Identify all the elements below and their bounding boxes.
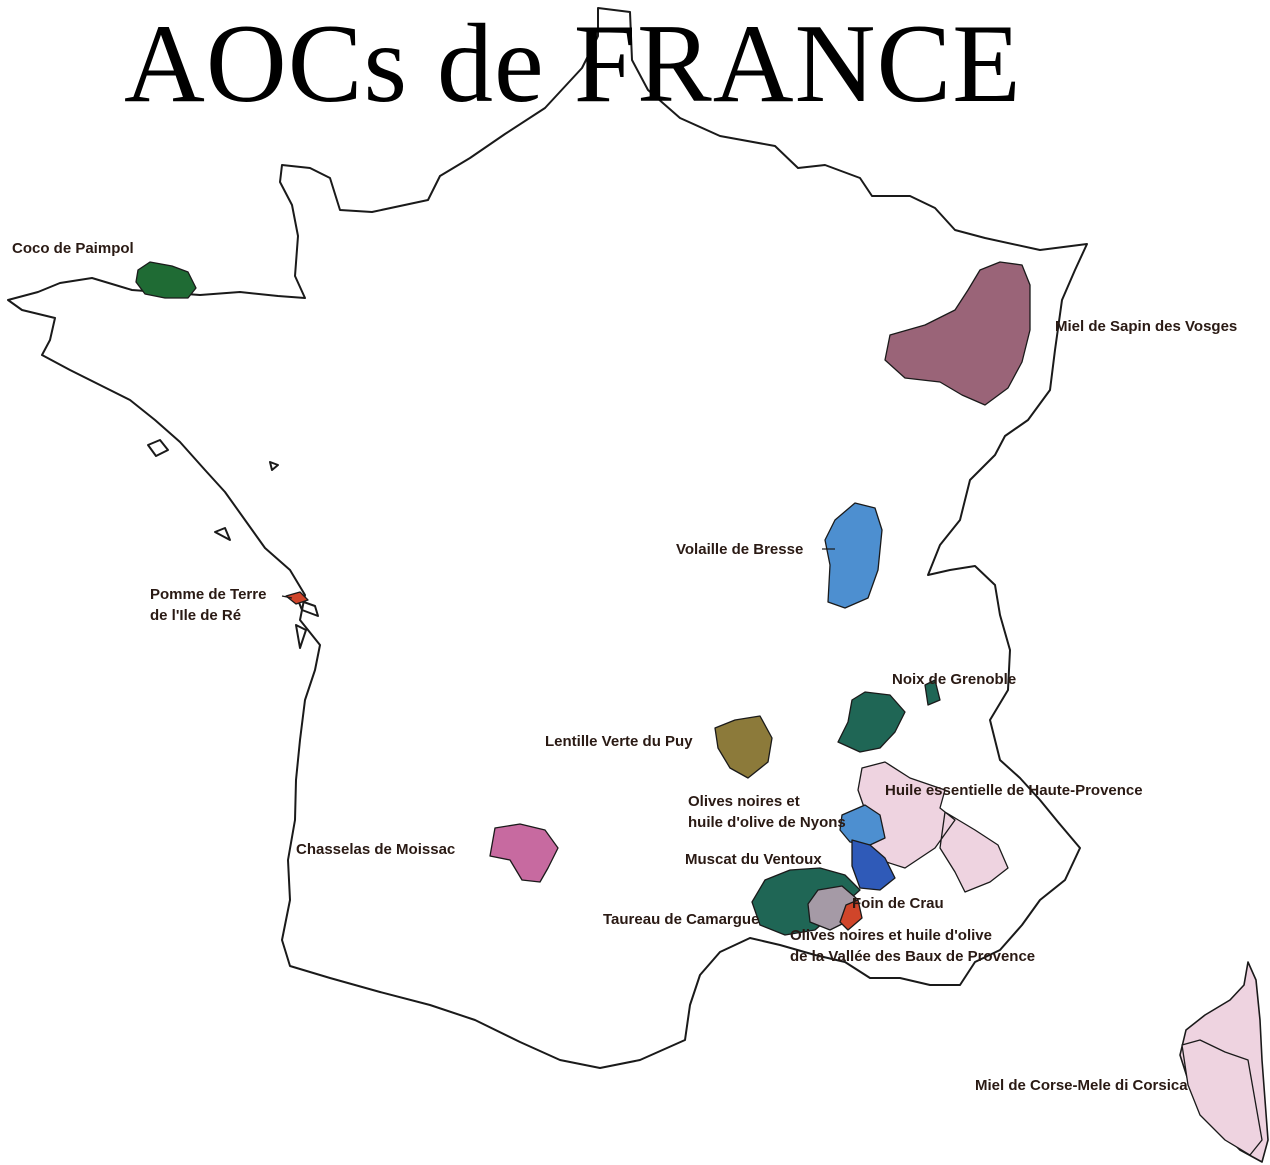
label-miel-de-corse: Miel de Corse-Mele di Corsica bbox=[975, 1077, 1188, 1094]
region-lentille-verte-du-puy[interactable] bbox=[714, 715, 773, 779]
label-muscat-du-ventoux: Muscat du Ventoux bbox=[685, 851, 822, 868]
islands bbox=[147, 439, 319, 649]
page-title: AOCs de FRANCE bbox=[124, 2, 1022, 126]
region-noix-de-grenoble[interactable] bbox=[837, 679, 941, 753]
region-miel-sapin-vosges[interactable] bbox=[884, 261, 1031, 406]
region-miel-de-corse[interactable] bbox=[1181, 1039, 1263, 1156]
region-chasselas-de-moissac[interactable] bbox=[489, 823, 559, 883]
label-miel-sapin-vosges: Miel de Sapin des Vosges bbox=[1055, 318, 1238, 335]
label-huile-essentielle: Huile essentielle de Haute-Provence bbox=[885, 782, 1143, 799]
label-lentille-verte-du-puy: Lentille Verte du Puy bbox=[545, 733, 693, 750]
label-coco-de-paimpol: Coco de Paimpol bbox=[12, 240, 134, 257]
region-muscat-du-ventoux[interactable] bbox=[851, 839, 896, 891]
label-volaille-de-bresse: Volaille de Bresse bbox=[676, 541, 804, 558]
label-pomme-de-terre-re: Pomme de Terre de l'Ile de Ré bbox=[150, 586, 267, 624]
label-olives-nyons: Olives noires et huile d'olive de Nyons bbox=[688, 793, 846, 831]
region-coco-de-paimpol[interactable] bbox=[135, 261, 197, 299]
label-chasselas-de-moissac: Chasselas de Moissac bbox=[296, 841, 456, 858]
label-foin-de-crau: Foin de Crau bbox=[852, 895, 944, 912]
france-outline bbox=[7, 7, 1088, 1069]
region-pomme-de-terre-re[interactable] bbox=[285, 591, 309, 605]
leader-lines bbox=[281, 548, 835, 599]
region-olives-nyons[interactable] bbox=[839, 804, 886, 846]
label-taureau-de-camargue: Taureau de Camargue bbox=[603, 911, 760, 928]
region-olives-baux[interactable] bbox=[839, 899, 863, 931]
label-olives-baux: Olives noires et huile d'olive de la Val… bbox=[790, 927, 1036, 965]
region-volaille-de-bresse[interactable] bbox=[824, 502, 883, 609]
label-noix-de-grenoble: Noix de Grenoble bbox=[892, 671, 1017, 688]
